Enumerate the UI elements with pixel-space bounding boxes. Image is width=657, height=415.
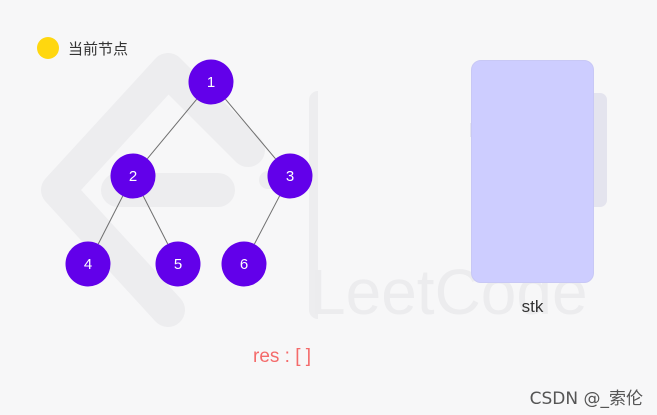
legend-label: 当前节点 xyxy=(68,39,129,58)
tree-node-label: 4 xyxy=(84,256,92,273)
result-text: res : [ ] xyxy=(253,346,312,367)
stack-container xyxy=(471,60,594,283)
tree-node-circle xyxy=(188,59,234,105)
tree-edge-3-6 xyxy=(253,195,281,245)
tree-node-label: 3 xyxy=(286,168,294,185)
tree-node-circle xyxy=(221,241,267,287)
tree-edge-1-3 xyxy=(225,98,276,160)
tree-edge-1-2 xyxy=(146,98,198,160)
tree-node-circle xyxy=(267,153,313,199)
tree-node-5: 5 xyxy=(155,241,201,287)
tree-node-4: 4 xyxy=(65,241,111,287)
tree-node-label: 2 xyxy=(129,168,137,185)
tree-edge-2-5 xyxy=(142,195,169,245)
tree-node-label: 1 xyxy=(207,74,215,91)
stack-label: stk xyxy=(521,297,544,316)
tree-edge-2-4 xyxy=(97,195,124,245)
current-node-indicator-icon xyxy=(37,37,59,59)
tree-node-6: 6 xyxy=(221,241,267,287)
tree-node-3: 3 xyxy=(267,153,313,199)
tree-edges xyxy=(97,98,281,245)
legend: 当前节点 xyxy=(37,37,128,59)
tree-node-circle xyxy=(155,241,201,287)
tree-node-label: 5 xyxy=(174,256,182,273)
credit-text: CSDN @_索伦 xyxy=(529,389,643,409)
tree-node-2: 2 xyxy=(110,153,156,199)
tree-node-circle xyxy=(110,153,156,199)
tree-node-circle xyxy=(65,241,111,287)
tree-nodes: 1 2 3 4 5 6 xyxy=(65,59,313,287)
tree-node-1: 1 xyxy=(188,59,234,105)
tree-node-label: 6 xyxy=(240,256,248,273)
